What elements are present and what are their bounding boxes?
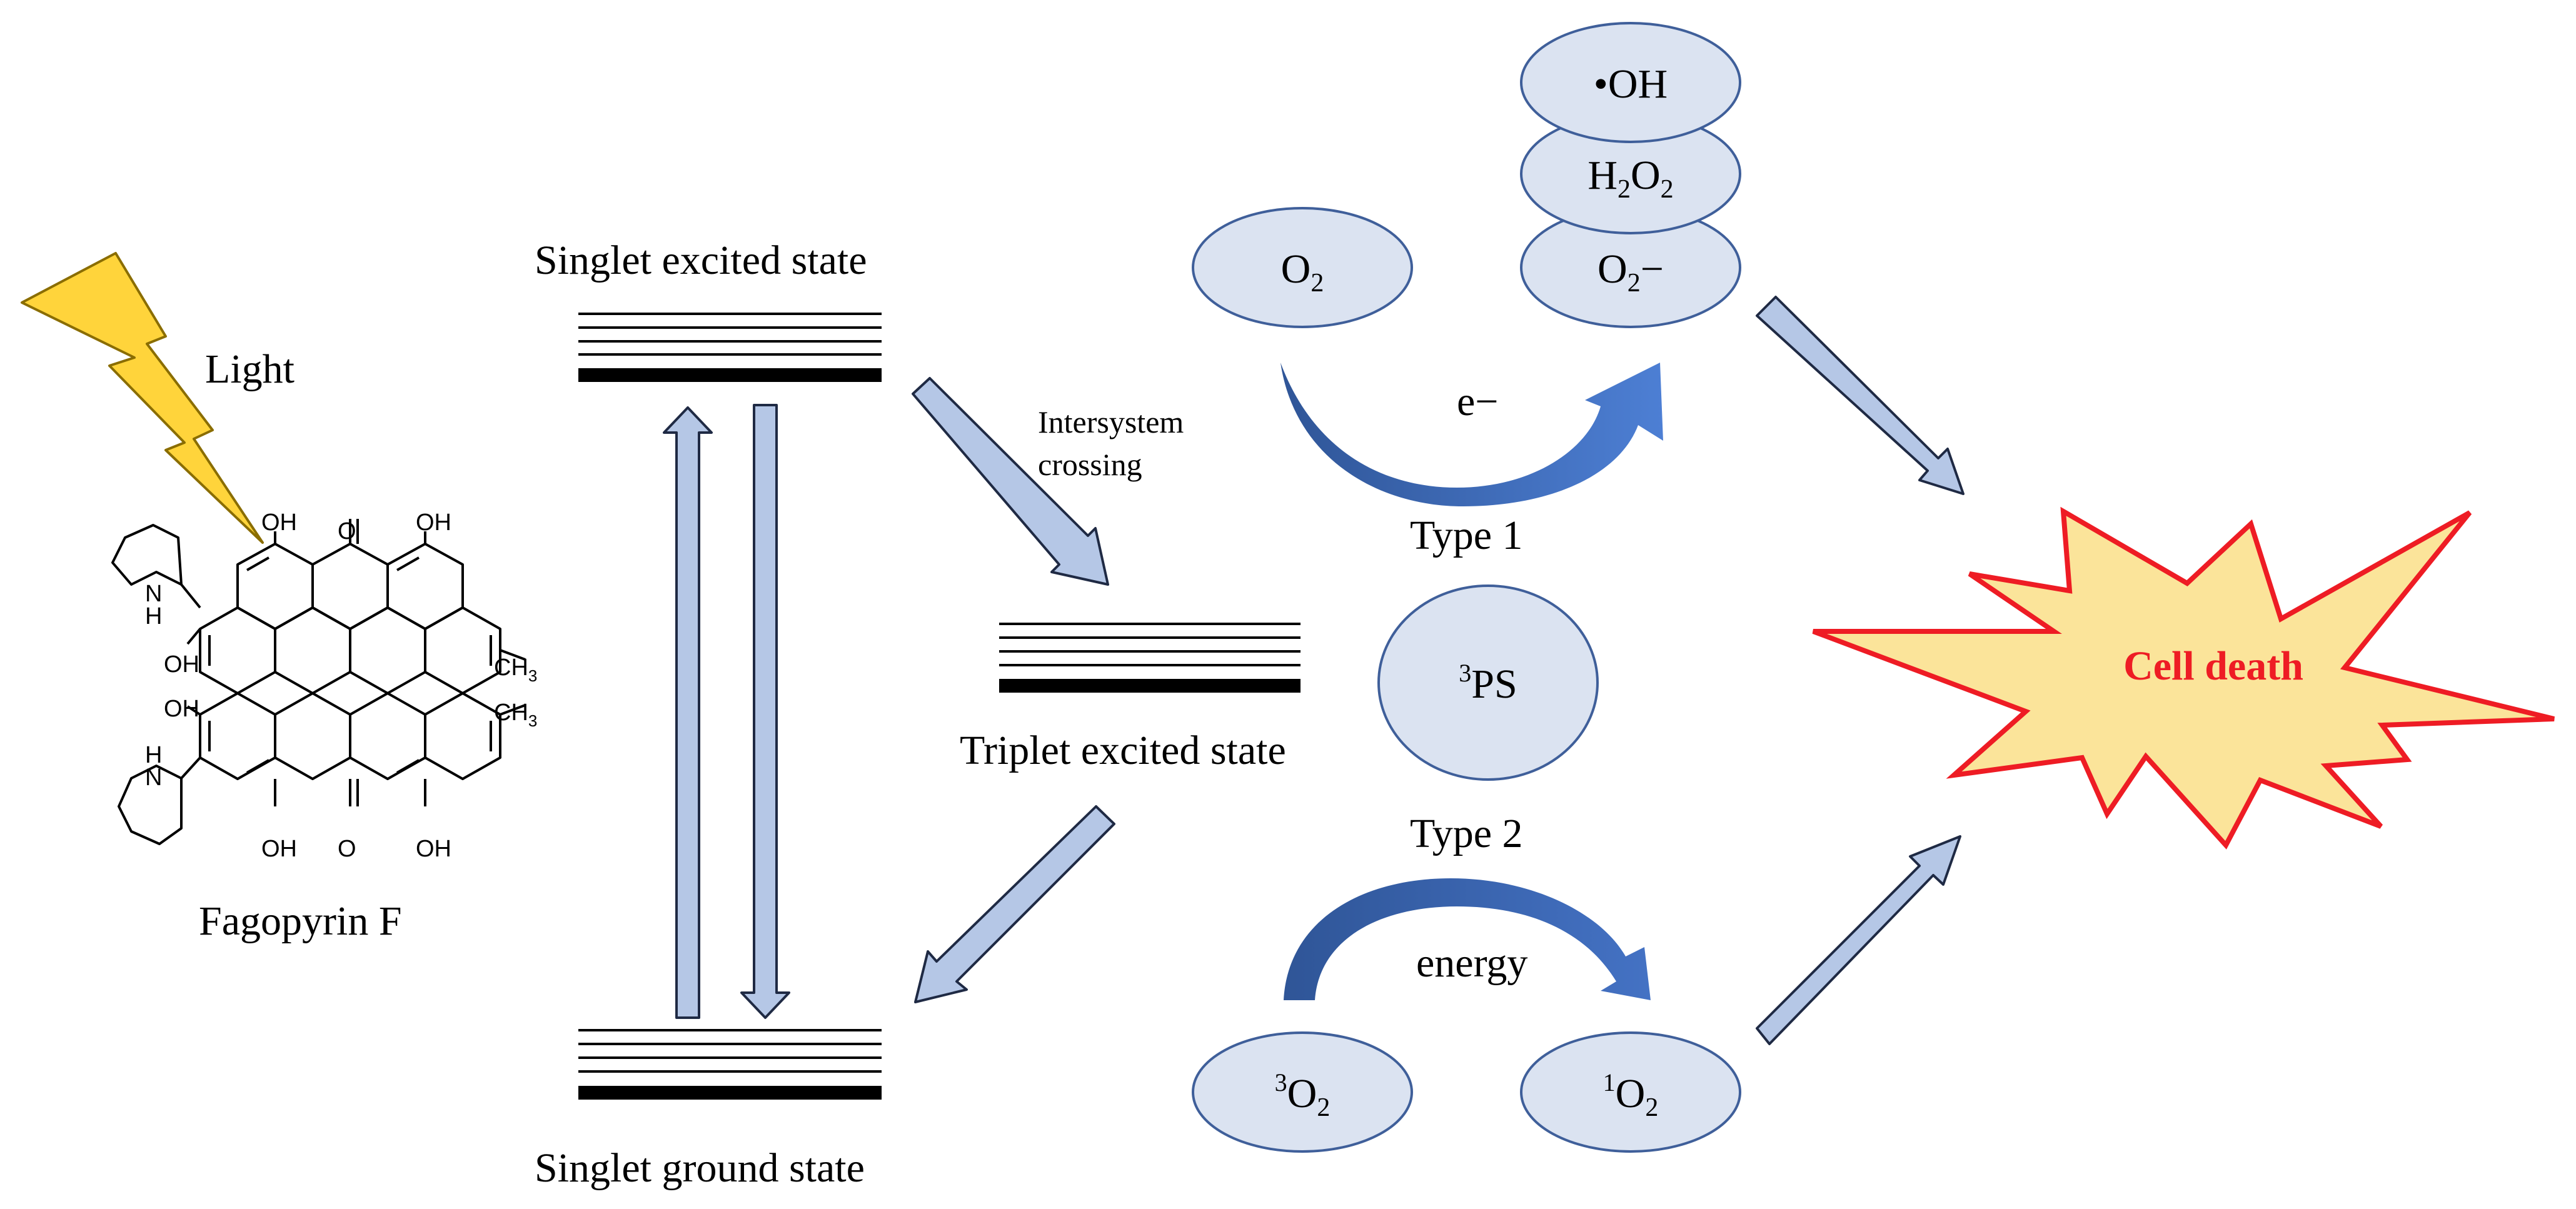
cell-death-label: Cell death [2123,643,2303,689]
isc-label-line-1: Intersystem [1038,404,1184,439]
photosensitizer-ellipse [1377,584,1599,781]
triplet-oxygen-ellipse [1192,1031,1413,1153]
intersystem-crossing-arrow [912,377,1109,586]
energy-transfer-curved-arrow [1284,878,1651,1000]
hydroxyl-radical-label: •OH [1594,61,1668,107]
isc-label-line-2: crossing [1038,447,1142,482]
type2-label: Type 2 [1410,811,1523,856]
carbonyl-o-label: O [338,518,356,544]
oh-label: OH [416,509,451,536]
photosensitizer-label: 3PS [1459,659,1517,707]
amine-h-label: H [145,742,162,768]
oh-label: OH [416,836,451,862]
absorption-arrow [663,406,713,1019]
electron-transfer-curved-arrow [1280,363,1663,506]
singlet-oxygen-label: 1O2 [1603,1068,1659,1122]
singlet-excited-label: Singlet excited state [535,238,867,283]
lightning-bolt-icon [21,252,264,544]
cell-death-starburst [1812,506,2555,850]
carbonyl-o-label: O [338,836,356,862]
singlet-oxygen-to-cell-death-arrow [1756,835,1961,1045]
ros-to-cell-death-arrow [1756,296,1965,495]
superoxide-label: O2− [1597,246,1664,298]
singlet-ground-levels [578,1029,882,1100]
methyl-label: CH3 [494,700,537,730]
triplet-excited-label: Triplet excited state [960,728,1286,773]
triplet-excited-levels [999,623,1301,693]
light-label: Light [205,346,294,392]
singlet-oxygen-ellipse [1520,1031,1741,1153]
electron-label: e− [1457,379,1499,424]
molecule-name: Fagopyrin F [199,898,402,944]
energy-label: energy [1416,940,1527,986]
type1-label: Type 1 [1410,513,1523,558]
oxygen-label: O2 [1281,246,1324,298]
oh-label: OH [261,836,297,862]
triplet-oxygen-label: 3O2 [1275,1068,1331,1122]
phosphorescence-arrow [914,805,1115,1003]
hydrogen-peroxide-label: H2O2 [1587,153,1673,204]
oxygen-ellipse [1192,207,1413,328]
oh-label: OH [164,651,199,678]
amine-h-label: H [145,603,162,630]
fluorescence-arrow [740,404,790,1019]
hydroxyl-radical-ellipse [1520,22,1741,143]
oh-label: OH [261,509,297,536]
methyl-label: CH3 [494,655,537,685]
singlet-ground-label: Singlet ground state [535,1145,865,1191]
amine-n-label: N [145,765,162,791]
singlet-excited-levels [578,313,882,382]
fagopyrin-f-atom-labels: OH OH OH OH OH OH O O CH3 CH3 N H H N [145,509,537,862]
oh-label: OH [164,696,199,722]
fagopyrin-f-structure [111,519,526,845]
amine-n-label: N [145,581,162,607]
